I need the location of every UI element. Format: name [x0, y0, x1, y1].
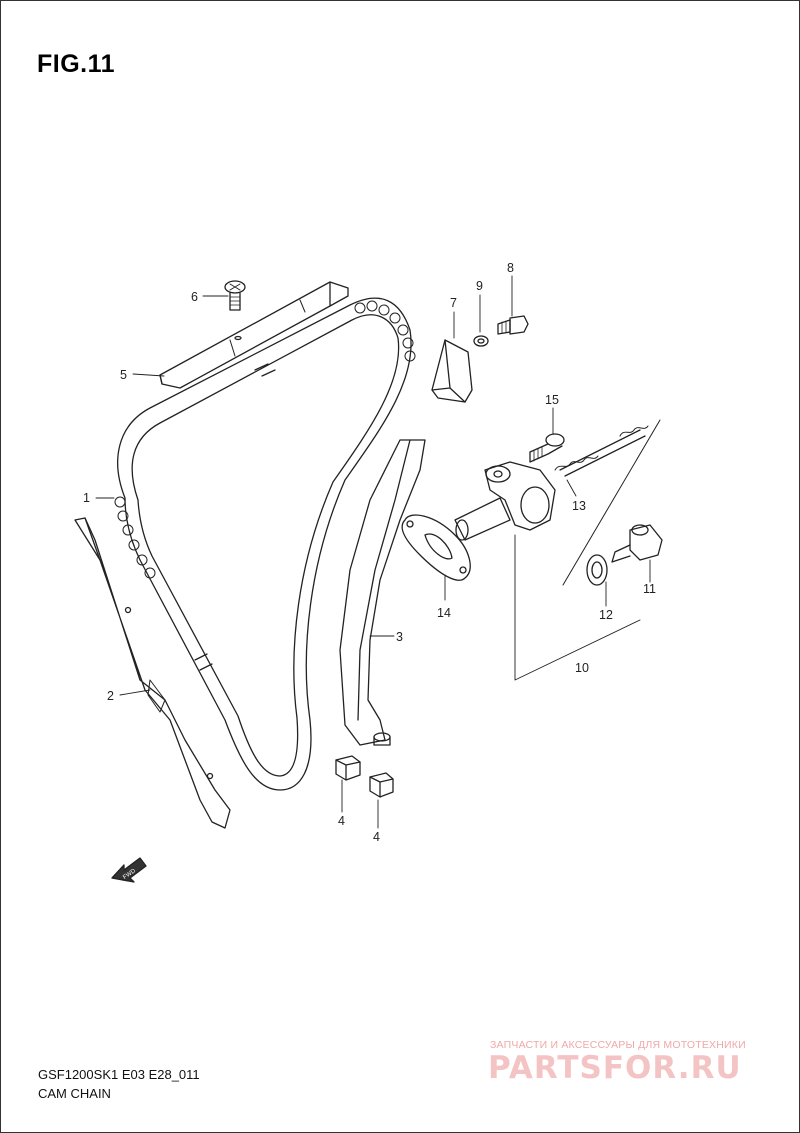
section-name: CAM CHAIN	[38, 1086, 111, 1101]
chain-guide-right	[339, 439, 426, 746]
callout-14: 14	[437, 606, 451, 620]
gasket-part-14	[401, 514, 471, 581]
fwd-arrow-icon	[111, 857, 147, 883]
watermark-logo: PARTSFOR.RU	[488, 1050, 742, 1086]
bolt-part-15	[529, 433, 565, 463]
callout-12: 12	[599, 608, 613, 622]
bolt-part-8	[497, 315, 529, 335]
figure-title: FIG.11	[37, 50, 116, 78]
callout-10: 10	[575, 661, 589, 675]
spring-part-13	[554, 425, 649, 477]
washer-hole	[477, 338, 485, 344]
washer-part-9	[473, 335, 489, 347]
model-code: GSF1200SK1 E03 E28_011	[38, 1067, 200, 1082]
callout-3: 3	[396, 630, 403, 644]
chain-guide-top	[159, 281, 349, 389]
callout-11: 11	[643, 582, 656, 596]
screw-part-6	[224, 280, 246, 311]
tensioner-adjuster-body	[454, 461, 556, 541]
callout-4b: 4	[373, 830, 380, 844]
callout-2: 2	[107, 689, 114, 703]
cam-chain	[114, 297, 416, 791]
cap-bolt-part-11	[611, 524, 663, 563]
callout-1: 1	[83, 491, 90, 505]
tensioner-rail-left	[74, 517, 231, 829]
callout-6: 6	[191, 290, 198, 304]
callout-5: 5	[120, 368, 127, 382]
callout-7: 7	[450, 296, 457, 310]
callout-15: 15	[545, 393, 559, 407]
assembly-bracket-line	[562, 419, 661, 586]
callout-13: 13	[572, 499, 586, 513]
watermark-tagline: ЗАПЧАСТИ И АКСЕССУАРЫ ДЛЯ МОТОТЕХНИКИ	[490, 1039, 746, 1051]
washer-part-12	[586, 554, 608, 586]
callout-4a: 4	[338, 814, 345, 828]
cushion-blocks	[335, 755, 394, 798]
leader-lines	[95, 275, 651, 829]
callout-9: 9	[476, 279, 483, 293]
callout-8: 8	[507, 261, 514, 275]
guide-pad-part-7	[431, 339, 473, 403]
